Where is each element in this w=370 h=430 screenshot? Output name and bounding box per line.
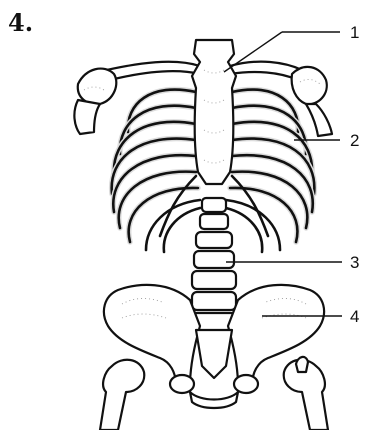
label-3: 3 (350, 253, 359, 272)
label-2: 2 (350, 131, 359, 150)
sternum (192, 40, 236, 184)
label-4: 4 (350, 307, 359, 326)
label-1: 1 (350, 23, 359, 42)
vertebral-column (192, 198, 236, 331)
